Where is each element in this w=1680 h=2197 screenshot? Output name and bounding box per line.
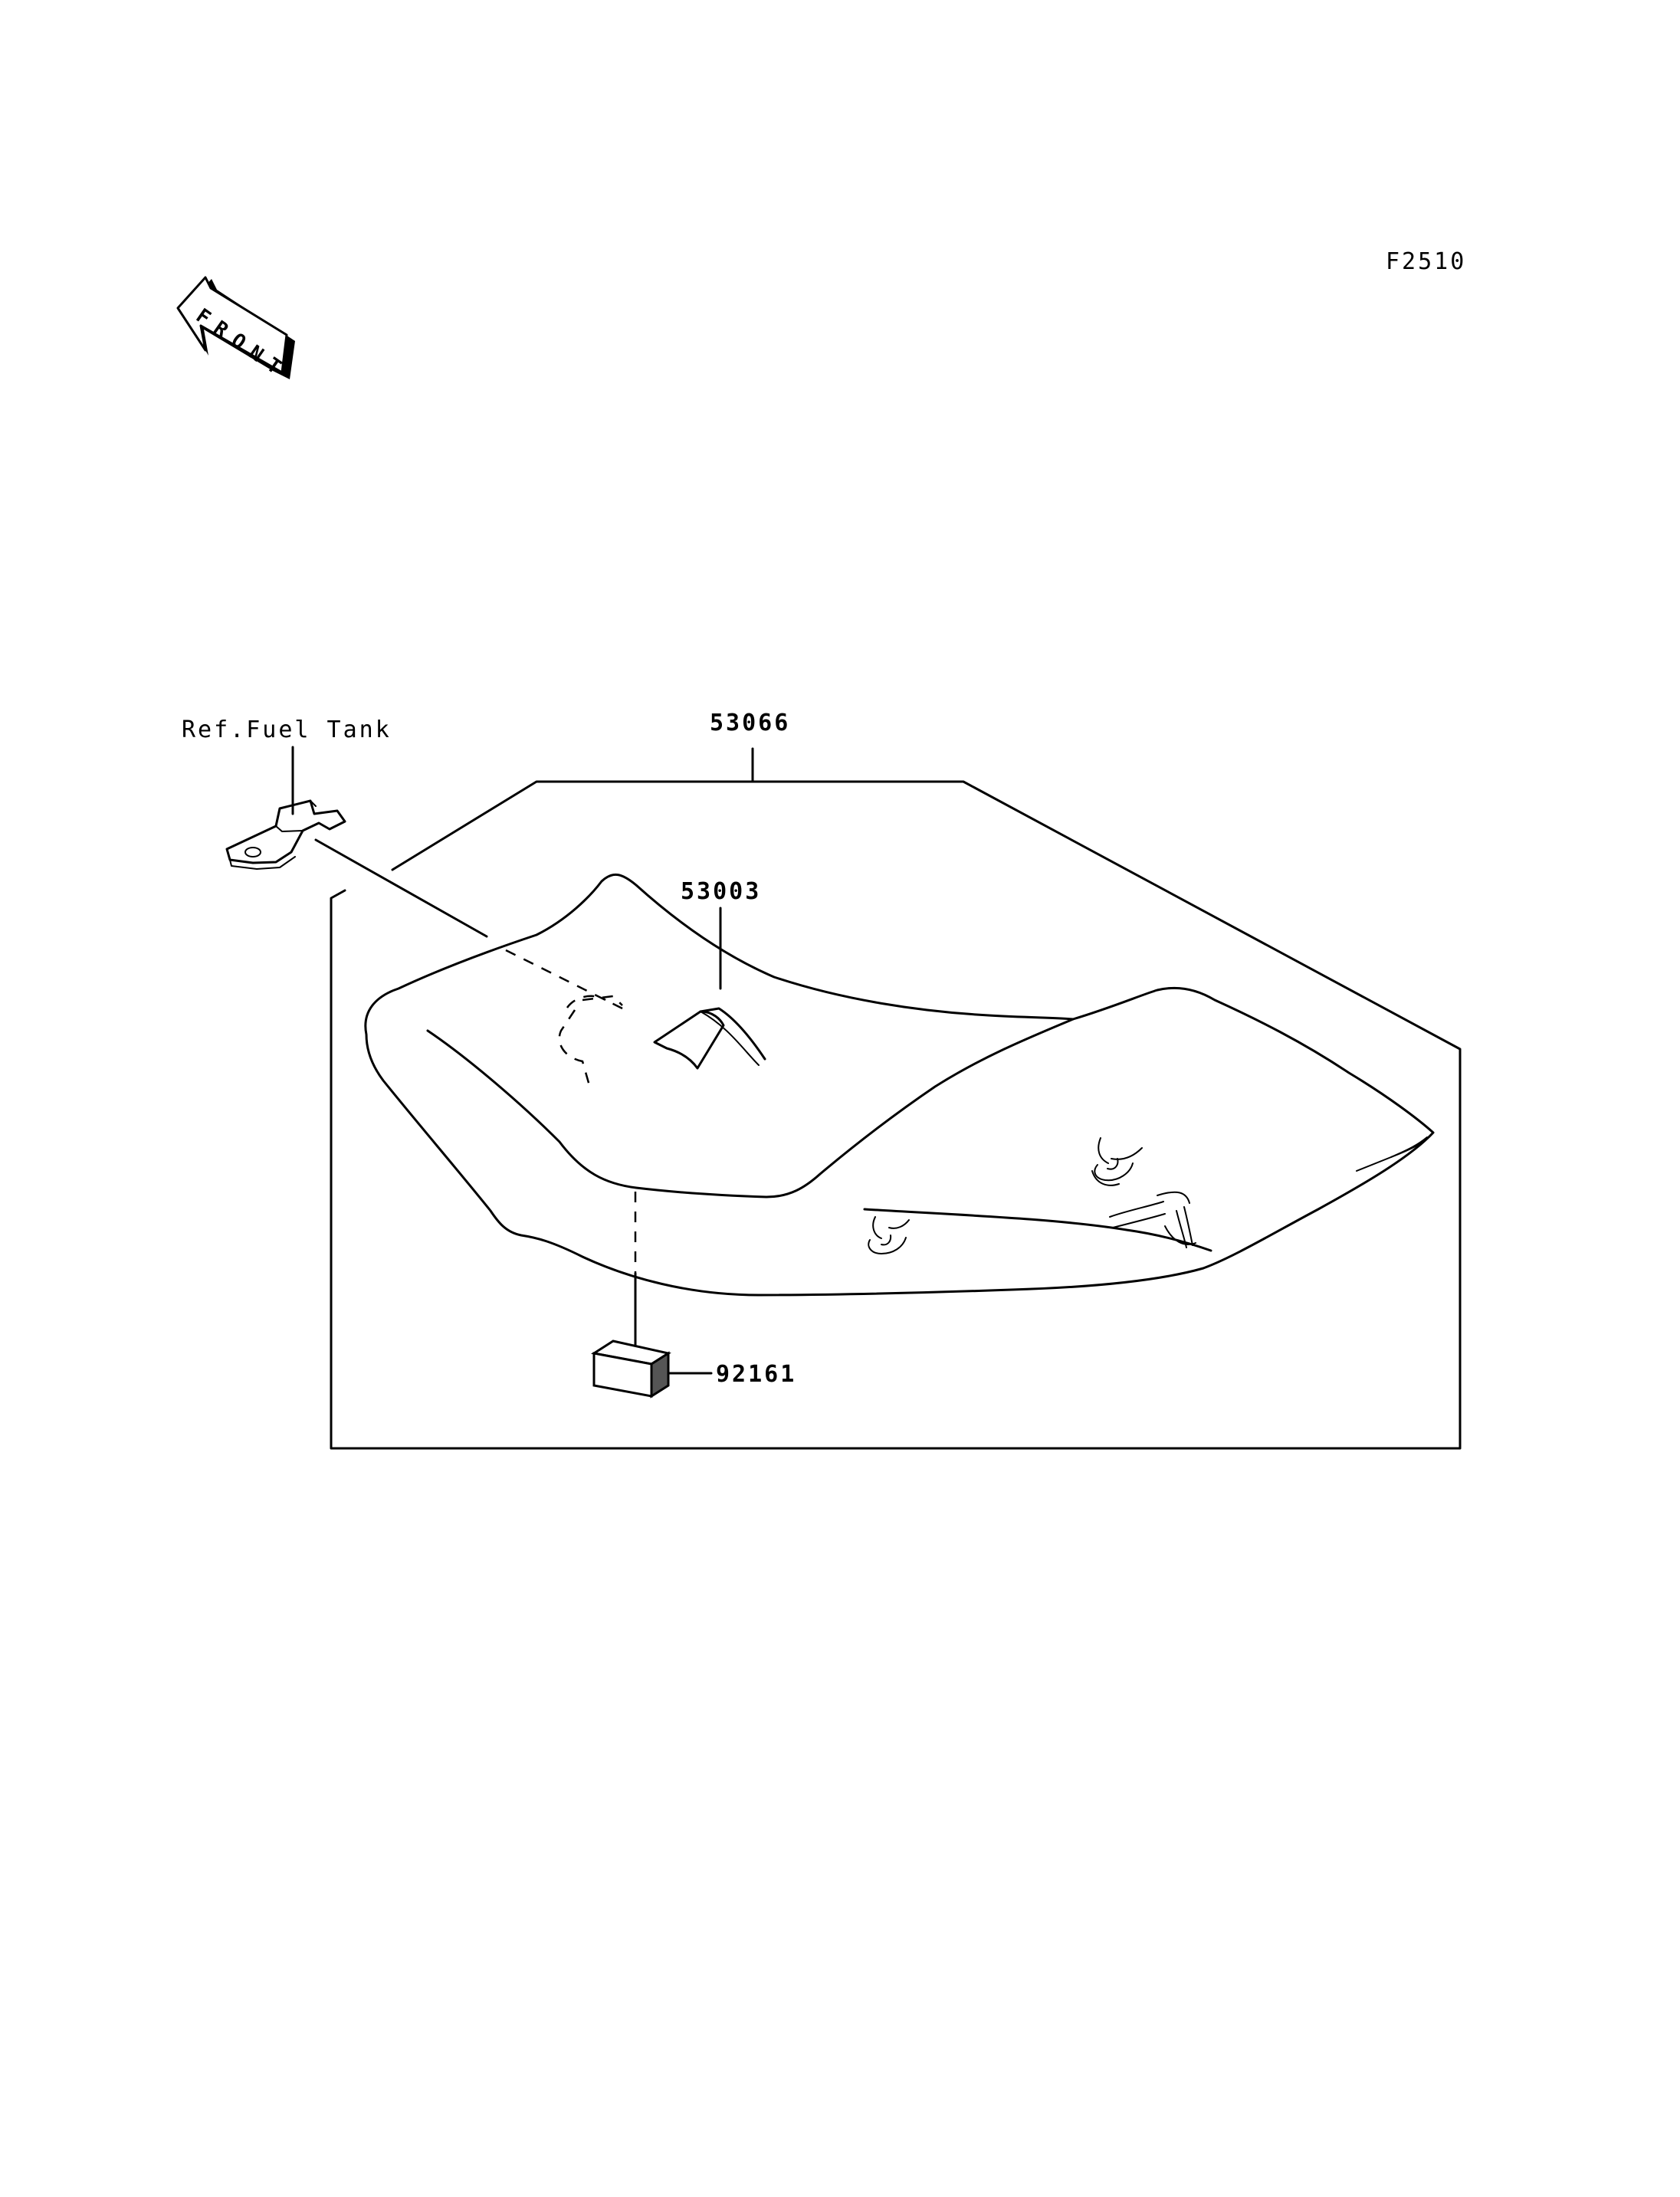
seat-assembly-part-number: 53066 <box>710 710 790 736</box>
bracket-reference-line <box>314 838 488 938</box>
cushion-pad <box>590 1340 671 1399</box>
pad-part-number: 92161 <box>716 1361 796 1388</box>
seat-body <box>364 873 1435 1297</box>
ref-fuel-tank-label: Ref.Fuel Tank <box>182 716 392 743</box>
fuel-tank-bracket <box>225 799 346 870</box>
caution-label <box>653 1007 766 1070</box>
bracket-hidden-line <box>505 949 629 1013</box>
front-direction-arrow-icon: F R O N T <box>176 276 295 379</box>
label-part-number: 53003 <box>681 878 761 905</box>
figure-code: F2510 <box>1386 248 1466 275</box>
seat-assembly-frame <box>330 780 1462 1450</box>
